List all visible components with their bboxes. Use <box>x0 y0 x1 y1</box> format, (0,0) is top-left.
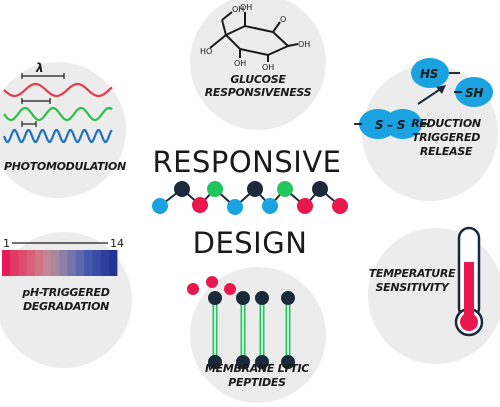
glucose-oh-3: OH <box>298 40 310 49</box>
glucose-oh-5: OH <box>234 59 246 68</box>
ph-label-2: DEGRADATION <box>23 300 109 313</box>
glucose-o: O <box>280 15 286 24</box>
ss-text: S – S <box>375 118 405 132</box>
ph-bar <box>51 250 60 276</box>
peptide-icon <box>187 276 295 369</box>
ph-bar <box>2 250 11 276</box>
ph-bar <box>59 250 69 276</box>
chain-bead <box>297 198 313 214</box>
title-line-2: DESIGN <box>193 226 308 260</box>
chain-bead <box>152 198 168 214</box>
chain-bead <box>174 181 190 197</box>
ph-max-label: 14 <box>110 237 124 250</box>
glucose-molecule-icon <box>209 11 299 62</box>
red-wave <box>3 82 113 98</box>
reduction-label-2: TRIGGERED <box>412 131 480 144</box>
reduction-arrow <box>417 87 443 105</box>
molecule-chain-icon <box>152 181 348 215</box>
reduction-label-3: RELEASE <box>420 145 473 158</box>
hs-text: HS <box>420 67 438 81</box>
photo-label: PHOTOMODULATION <box>4 160 126 173</box>
glucose-atom-labels: OH OH HO O OH OH OH <box>200 3 310 72</box>
blue-wave <box>2 129 113 143</box>
ph-bar <box>18 250 28 276</box>
sh-text: SH <box>465 86 483 100</box>
temperature-label-1: TEMPERATURE <box>369 267 456 280</box>
membrane-label-2: PEPTIDES <box>228 376 286 389</box>
glucose-ho: HO <box>200 47 212 56</box>
glucose-oh-2: OH <box>240 3 252 12</box>
title-line-1: RESPONSIVE <box>152 145 341 179</box>
chain-bead <box>227 199 243 215</box>
ph-min-label: 1 <box>3 237 10 250</box>
chain-bead <box>332 198 348 214</box>
ss-bead-right <box>384 109 422 139</box>
ph-bar <box>108 250 118 276</box>
ph-bar <box>34 250 44 276</box>
green-wave <box>3 106 113 122</box>
membrane-label-1: MEMBRANE LYTIC <box>205 362 309 375</box>
chain-bead <box>312 181 328 197</box>
ph-bar <box>92 250 101 276</box>
sh-bead <box>455 77 493 107</box>
ph-bar <box>75 250 85 276</box>
lambda-symbol: λ <box>35 61 43 75</box>
glucose-label-1: GLUCOSE <box>230 73 286 86</box>
glucose-oh-4: OH <box>262 63 274 72</box>
chain-bead <box>262 198 278 214</box>
chain-bead <box>192 197 208 213</box>
ph-bar <box>43 250 52 276</box>
photo-circle <box>0 62 126 198</box>
ph-bar <box>100 250 110 276</box>
glucose-oh-1: OH <box>232 5 244 14</box>
thermometer-icon <box>454 226 484 337</box>
ph-label-1: pH-TRIGGERED <box>21 286 109 299</box>
reduction-icon <box>354 58 493 139</box>
glucose-label-2: RESPONSIVENESS <box>205 86 312 99</box>
ph-bar <box>84 250 93 276</box>
glucose-circle <box>190 0 326 130</box>
chain-bead <box>247 181 263 197</box>
photo-waves-icon: λ <box>2 61 113 143</box>
chain-bead <box>207 181 223 197</box>
ph-bar <box>67 250 77 276</box>
ph-bar <box>10 250 19 276</box>
ph-bar <box>26 250 36 276</box>
temperature-label-2: SENSITIVITY <box>375 281 449 294</box>
ph-color-scale <box>2 250 118 276</box>
hs-bead <box>411 58 449 88</box>
reduction-label-1: REDUCTION <box>411 117 481 130</box>
chain-bead <box>277 181 293 197</box>
